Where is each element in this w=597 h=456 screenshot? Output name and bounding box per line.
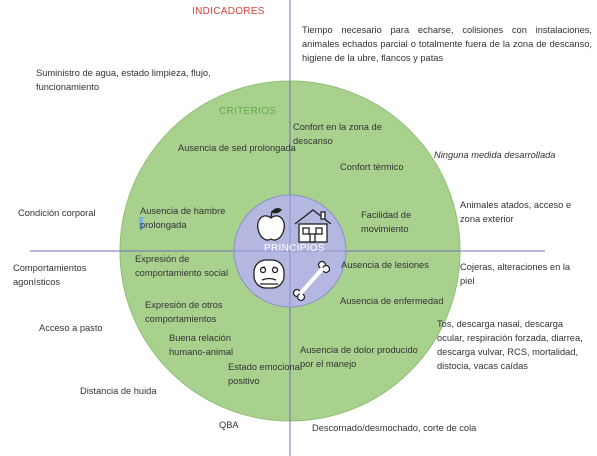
criterion-sed: Ausencia de sed prolongada <box>178 143 296 153</box>
indicator-descornado: Descornado/desmochado, corte de cola <box>312 423 477 433</box>
criterios-label: CRITERIOS <box>219 106 277 117</box>
indicator-tos: Tos, descarga nasal, descarga ocular, re… <box>437 319 583 371</box>
criterion-lesiones: Ausencia de lesiones <box>341 260 429 270</box>
indicator-qba: QBA <box>219 420 239 430</box>
face-icon <box>253 259 285 289</box>
indicator-animales-atados: Animales atados, acceso e zona exterior <box>460 200 572 224</box>
indicator-condicion-corporal: Condición corporal <box>18 208 96 218</box>
marker <box>139 217 143 229</box>
criterion-movimiento: Facilidad de movimiento <box>361 210 412 234</box>
criterion-confort-termico: Confort térmico <box>340 162 404 172</box>
indicator-distancia-huida: Distancia de huida <box>80 386 157 396</box>
criterion-estado-emocional: Estado emocional positivo <box>228 362 302 386</box>
indicadores-label: INDICADORES <box>192 6 265 17</box>
criterion-comportamiento-social: Expresión de comportamiento social <box>135 254 229 278</box>
bone-icon <box>292 260 331 302</box>
indicator-ninguna-medida: Ninguna medida desarrollada <box>434 150 556 160</box>
indicator-comportamientos-agonisticos: Comportamientos agonísticos <box>13 263 87 287</box>
criterion-dolor: Ausencia de dolor producido por el manej… <box>300 345 418 369</box>
house-icon <box>294 209 332 243</box>
criterion-relacion-humano: Buena relación humano-animal <box>169 333 234 357</box>
principios-label: PRINCIPIOS <box>264 243 325 254</box>
apple-icon <box>257 208 285 241</box>
indicator-suministro-agua: Suministro de agua, estado limpieza, flu… <box>36 68 211 92</box>
indicator-acceso-pasto: Acceso a pasto <box>39 323 103 333</box>
indicator-cojeras: Cojeras, alteraciones en la piel <box>460 262 571 286</box>
indicator-tiempo-necesario: Tiempo necesario para echarse, colisione… <box>302 25 592 63</box>
criterion-enfermedad: Ausencia de enfermedad <box>340 296 444 306</box>
criterion-hambre: Ausencia de hambre prolongada <box>140 206 226 230</box>
criterion-otros-comportamientos: Expresión de otros comportamientos <box>145 300 223 324</box>
criterion-confort-descanso: Confort en la zona de descanso <box>293 122 382 146</box>
